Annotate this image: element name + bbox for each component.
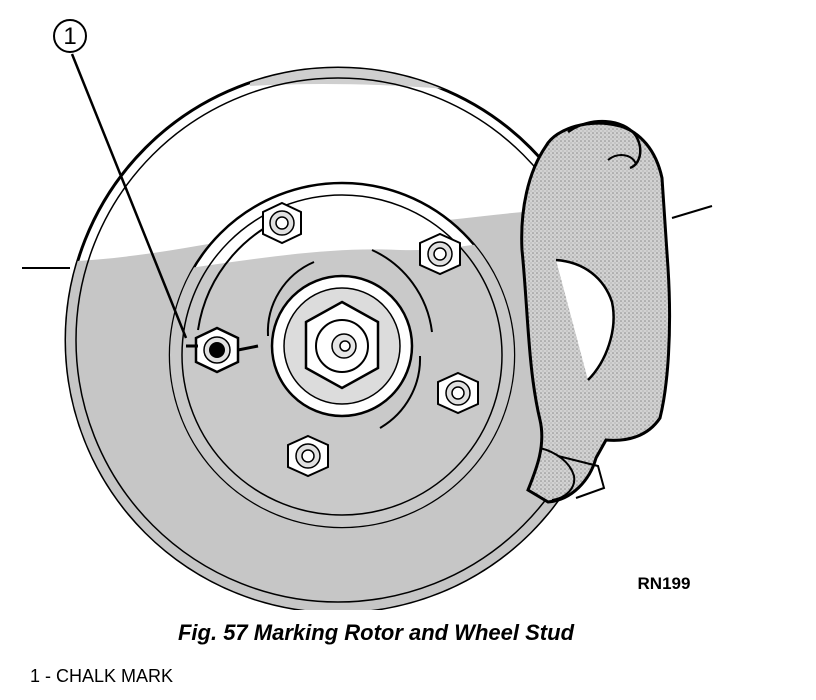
figure-code: RN199 bbox=[638, 574, 691, 593]
callout-1-number: 1 bbox=[63, 23, 76, 50]
brake-rotor-illustration: 1 RN199 bbox=[22, 19, 713, 610]
lug-nut-bottom bbox=[287, 434, 329, 478]
callout-1: 1 bbox=[53, 19, 188, 339]
callout-legend: 1 - CHALK MARK bbox=[30, 666, 173, 687]
figure-caption: Fig. 57 Marking Rotor and Wheel Stud bbox=[177, 620, 575, 645]
brake-caliper bbox=[520, 120, 672, 504]
lug-nut-right-upper bbox=[419, 232, 461, 276]
chalk-mark bbox=[186, 344, 259, 352]
legend-number: 1 bbox=[30, 666, 41, 686]
lug-nut-top bbox=[262, 201, 302, 245]
lug-nut-right-lower bbox=[437, 371, 479, 415]
legend-label: CHALK MARK bbox=[56, 666, 174, 686]
wheel-hub-center bbox=[270, 274, 414, 418]
legend-separator: - bbox=[40, 666, 57, 686]
lug-nut-marked bbox=[194, 326, 240, 374]
axle-lines bbox=[22, 205, 713, 269]
